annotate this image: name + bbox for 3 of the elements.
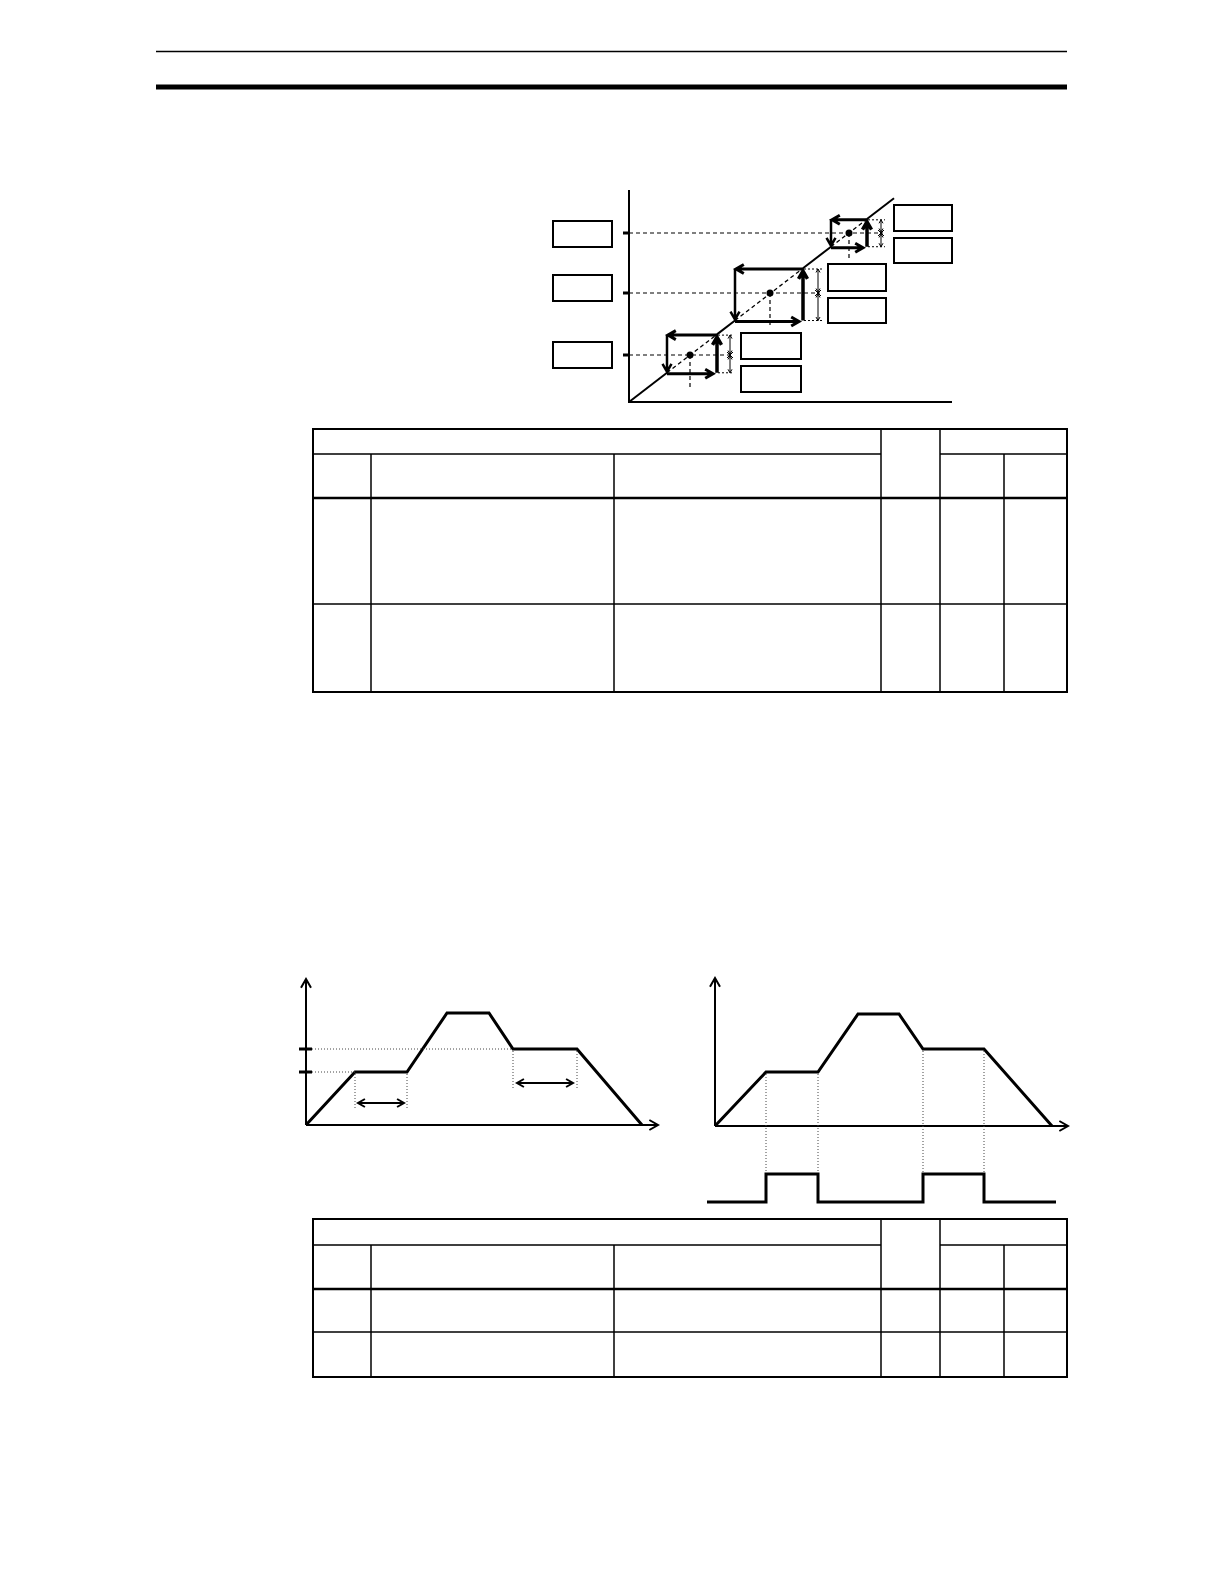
empty-label-box xyxy=(552,341,613,369)
empty-label-box xyxy=(552,274,613,302)
empty-label-box xyxy=(552,220,613,248)
